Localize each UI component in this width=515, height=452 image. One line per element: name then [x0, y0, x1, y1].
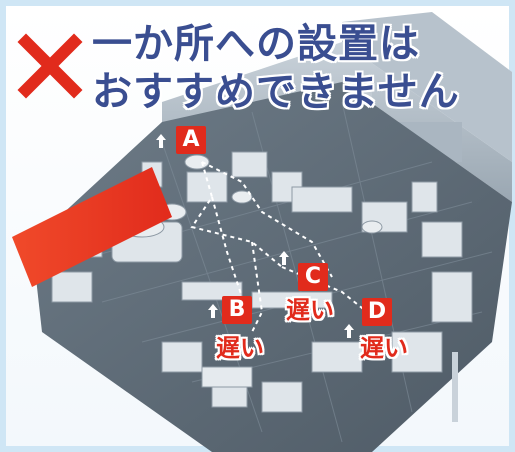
marker-b-note: 遅い: [216, 334, 264, 362]
marker-c-note: 遅い: [286, 296, 334, 324]
factory-floor-illustration: [12, 12, 512, 452]
up-arrow-icon: [156, 134, 166, 148]
up-arrow-icon: [208, 304, 218, 318]
back-wall: [162, 42, 512, 202]
headline-line-1: 一か所への設置は: [92, 21, 420, 67]
machines: [51, 151, 473, 413]
marker-c: C: [298, 263, 328, 291]
headline-line-2: おすすめできません: [92, 69, 460, 115]
up-arrow-icon: [279, 251, 289, 265]
warning-headline: 一か所への設置は おすすめできません: [92, 20, 460, 116]
up-arrow-icon: [344, 324, 354, 338]
marker-b: B: [222, 296, 252, 324]
big-red-arrow-icon: [12, 167, 172, 287]
cross-mark-icon: [17, 33, 83, 99]
marker-a: A: [176, 126, 206, 154]
upper-structure: [342, 12, 512, 162]
signal-paths: [190, 161, 368, 333]
marker-d: D: [362, 298, 392, 326]
marker-d-note: 遅い: [360, 334, 408, 362]
